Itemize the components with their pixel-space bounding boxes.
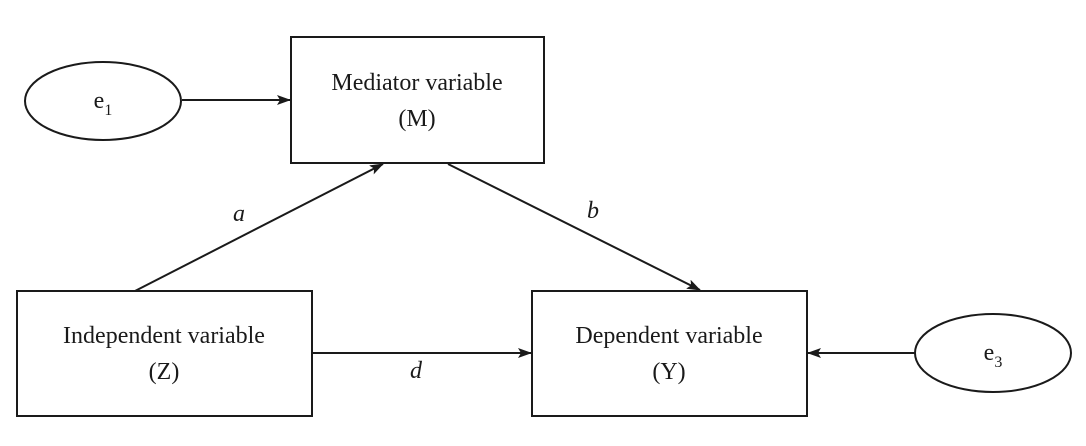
independent-label-line2: (Z) <box>149 359 180 385</box>
independent-node: Independent variable (Z) <box>16 290 313 417</box>
error-node-e1: e1 <box>24 61 182 141</box>
e1-sub: 1 <box>104 102 112 119</box>
edge-b-mediator-to-dependent <box>447 163 701 291</box>
dependent-label-line2: (Y) <box>652 359 685 385</box>
e1-base: e <box>94 88 105 114</box>
edge-label-b: b <box>587 198 599 224</box>
edge-a-independent-to-mediator <box>134 163 384 292</box>
mediator-label-line1: Mediator variable <box>331 70 502 96</box>
e3-sub: 3 <box>994 354 1002 371</box>
independent-label-line1: Independent variable <box>63 323 265 349</box>
dependent-label-line1: Dependent variable <box>575 323 762 349</box>
mediator-label-line2: (M) <box>398 106 435 132</box>
error-node-e3: e3 <box>914 313 1072 393</box>
svg-text:e1: e1 <box>94 88 113 119</box>
edge-label-d: d <box>410 358 423 384</box>
svg-text:e3: e3 <box>984 340 1003 371</box>
dependent-node: Dependent variable (Y) <box>531 290 808 417</box>
e3-base: e <box>984 340 995 366</box>
edge-label-a: a <box>233 201 245 227</box>
mediator-node: Mediator variable (M) <box>290 36 545 164</box>
